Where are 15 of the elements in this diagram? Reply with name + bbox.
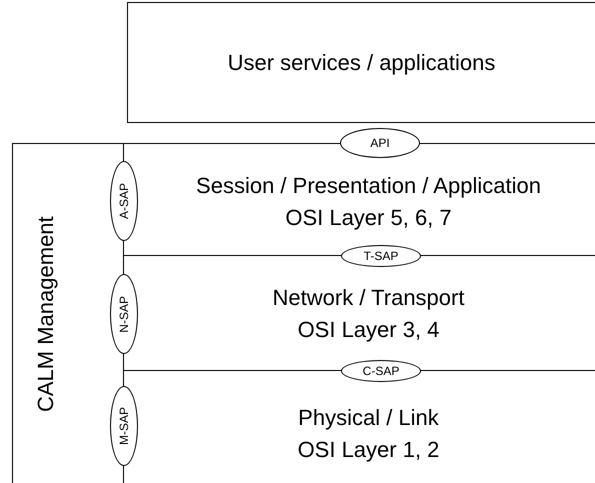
layer-subtitle: OSI Layer 3, 4: [298, 316, 440, 344]
layer-subtitle: OSI Layer 1, 2: [298, 436, 440, 464]
access-point-ellipse: N-SAP: [110, 274, 138, 354]
access-point-ellipse: A-SAP: [110, 161, 138, 241]
access-point-ellipse: API: [340, 128, 420, 158]
panel-title: CALM Management: [32, 215, 59, 414]
access-point-ellipse: M-SAP: [110, 386, 138, 466]
services-box: [127, 2, 595, 123]
access-point-ellipse: T-SAP: [341, 245, 421, 267]
layer-title: Session / Presentation / Application: [196, 172, 541, 200]
access-point-ellipse: C-SAP: [341, 360, 421, 382]
layer-subtitle: OSI Layer 5, 6, 7: [285, 204, 452, 232]
layer-title: Physical / Link: [298, 404, 439, 432]
layer-title: Network / Transport: [272, 284, 464, 312]
box-title: User services / applications: [226, 48, 496, 77]
